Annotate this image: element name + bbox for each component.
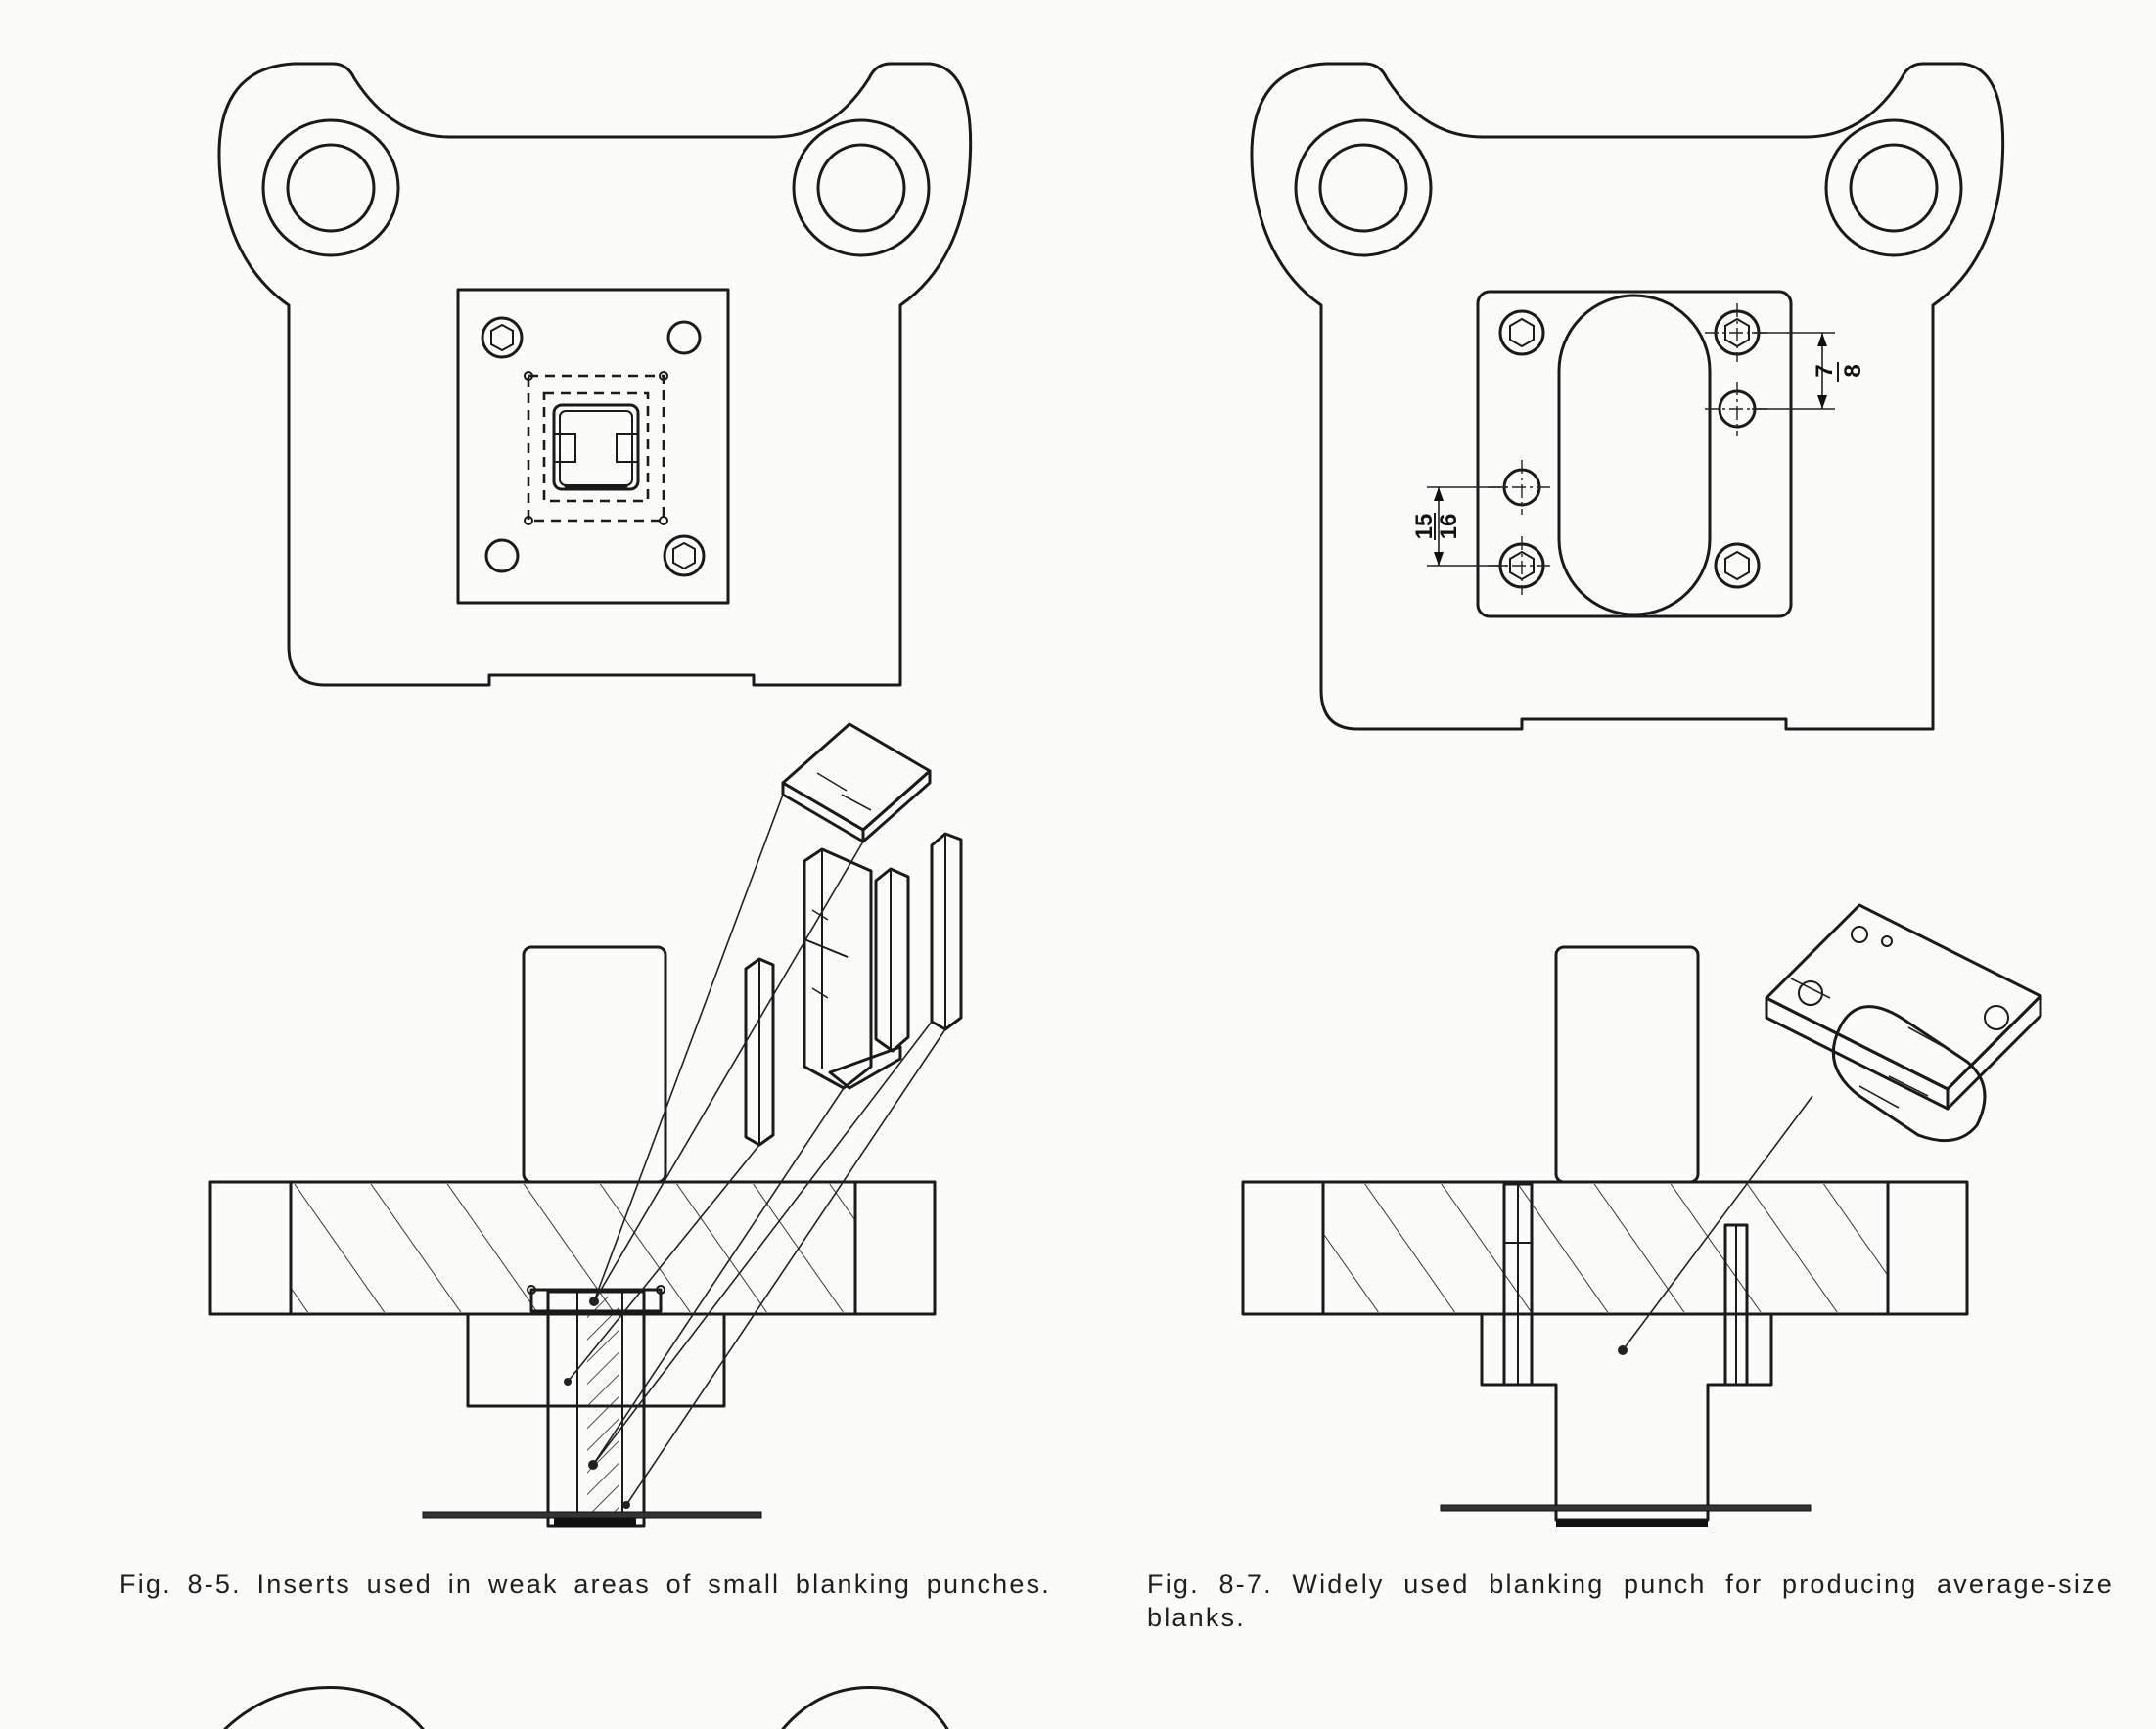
- punch-holder-outline: [1250, 62, 2005, 731]
- fig-8-7-section-view: [1241, 903, 2042, 1527]
- punch-plate-insert: [781, 722, 932, 843]
- punch-body-insert: [803, 847, 902, 1090]
- stock-strip: [422, 1511, 762, 1519]
- dim-7-8-numerator: 7: [1812, 364, 1838, 377]
- next-figure-partial: [223, 1686, 949, 1729]
- dimension-seven-eighths: 7 8: [1752, 332, 1866, 410]
- dim-7-8-denominator: 8: [1840, 364, 1866, 377]
- holder-hatching: [1324, 1184, 1887, 1312]
- fig-8-5-section-view: [208, 945, 937, 1528]
- stock-strip: [1440, 1504, 1812, 1512]
- guide-hole-left: [286, 143, 376, 233]
- insert-right: [616, 433, 639, 463]
- side-insert-right: [930, 832, 963, 1031]
- dim-15-16-denominator: 16: [1436, 514, 1462, 540]
- guide-hole-right: [1849, 143, 1939, 233]
- fig-8-5-plan-view: [217, 62, 973, 687]
- svg-text:8: 8: [1840, 364, 1866, 377]
- guide-bushing-right: [1824, 118, 1963, 257]
- side-insert-center: [874, 867, 910, 1053]
- punch-face: [552, 403, 640, 491]
- punch-flange-outline: [1476, 290, 1793, 618]
- side-insert-left: [744, 957, 775, 1147]
- hidden-punch-flange: [527, 374, 665, 523]
- svg-text:16: 16: [1436, 514, 1462, 540]
- fig-8-5-caption: Fig. 8-5. Inserts used in weak areas of …: [119, 1570, 1051, 1599]
- leader-lines: [567, 794, 946, 1506]
- guide-bushing-left: [261, 118, 400, 257]
- fig-8-7-caption: Fig. 8-7. Widely used blanking punch for…: [1147, 1570, 2114, 1632]
- insert-left: [553, 433, 576, 463]
- cap-screw: [481, 316, 524, 359]
- punch-exploded-view: [1622, 903, 2042, 1351]
- dim-15-16-numerator: 15: [1411, 514, 1438, 540]
- cap-screw: [1498, 309, 1545, 356]
- guide-hole-left: [1318, 143, 1408, 233]
- dimension-fifteen-sixteenths: 15 16: [1411, 486, 1507, 567]
- punch-head: [529, 1288, 663, 1313]
- punch-shank: [1554, 945, 1700, 1184]
- svg-text:7: 7: [1812, 364, 1838, 377]
- dowel-pin: [666, 320, 702, 355]
- dowel-pin: [484, 538, 520, 573]
- punch-shank: [522, 945, 667, 1184]
- punch-body-section: [1480, 1312, 1534, 1387]
- punch-holder-outline: [217, 62, 973, 687]
- guide-bushing-left: [1294, 118, 1433, 257]
- guide-hole-right: [816, 143, 906, 233]
- fig-8-7-plan-view: 7 8 15 16: [1250, 62, 2005, 731]
- guide-bushing-right: [792, 118, 931, 257]
- hidden-punch-body: [542, 391, 650, 503]
- fig-8-5-exploded-inserts: [567, 722, 963, 1506]
- cap-screw: [1714, 542, 1761, 589]
- cap-screw: [663, 534, 706, 577]
- svg-text:15: 15: [1411, 514, 1438, 540]
- punch-oval-face: [1557, 294, 1712, 616]
- punch-plate: [456, 288, 730, 605]
